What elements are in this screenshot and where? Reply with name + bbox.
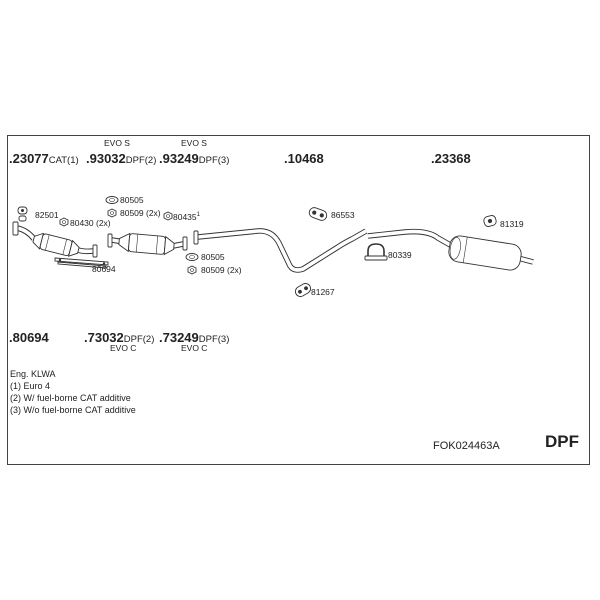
component-label: 80509 (2x) [120, 208, 161, 218]
footnote-marker: 1 [196, 212, 200, 218]
dpf-badge: DPF [545, 432, 579, 451]
diagram-frame [7, 135, 590, 465]
component-label: 80339 [388, 250, 412, 260]
component-label: 804351 [173, 212, 200, 222]
legend-note-1: (1) Euro 4 [10, 381, 51, 391]
variant-tag: EVO C [181, 343, 208, 353]
component-label: 80505 [120, 195, 144, 205]
component-label: 80509 (2x) [201, 265, 242, 275]
part-suffix: CAT(1) [48, 155, 79, 166]
component-label: 86553 [331, 210, 355, 220]
variant-tag: EVO S [181, 138, 207, 148]
part-number-93249: .93249DPF(3) [159, 151, 229, 167]
variant-tag: EVO S [104, 138, 130, 148]
part-number-73249: .73249DPF(3) [159, 330, 229, 346]
part-suffix: DPF(2) [125, 155, 157, 166]
part-number: .10468 [284, 151, 324, 166]
part-suffix: DPF(2) [123, 334, 155, 345]
part-number: .93249 [159, 151, 199, 166]
component-label-text: 80435 [173, 212, 197, 222]
part-suffix: DPF(3) [198, 334, 230, 345]
part-number: .23368 [431, 151, 471, 166]
legend-engine: Eng. KLWA [10, 369, 56, 379]
part-number: .80694 [9, 330, 49, 345]
part-number: .93032 [86, 151, 126, 166]
component-label: 81267 [311, 287, 335, 297]
component-label: 80430 (2x) [70, 218, 111, 228]
variant-tag: EVO C [110, 343, 137, 353]
legend: Eng. KLWA (1) Euro 4 (2) W/ fuel-borne C… [10, 368, 136, 416]
component-label: 80505 [201, 252, 225, 262]
component-label: 80694 [92, 264, 116, 274]
part-number-23368: .23368 [431, 151, 471, 167]
part-number: .73032 [84, 330, 124, 345]
legend-note-2: (2) W/ fuel-borne CAT additive [10, 393, 131, 403]
part-number: .73249 [159, 330, 199, 345]
part-number-23077: .23077CAT(1) [9, 151, 79, 167]
component-label: 82501 [35, 210, 59, 220]
component-label: 81319 [500, 219, 524, 229]
part-number-80694: .80694 [9, 330, 49, 346]
part-number-10468: .10468 [284, 151, 324, 167]
part-number-93032: .93032DPF(2) [86, 151, 156, 167]
kit-code: FOK024463A [433, 440, 500, 452]
part-number: .23077 [9, 151, 49, 166]
part-suffix: DPF(3) [198, 155, 230, 166]
part-number-73032: .73032DPF(2) [84, 330, 154, 346]
legend-note-3: (3) W/o fuel-borne CAT additive [10, 405, 136, 415]
